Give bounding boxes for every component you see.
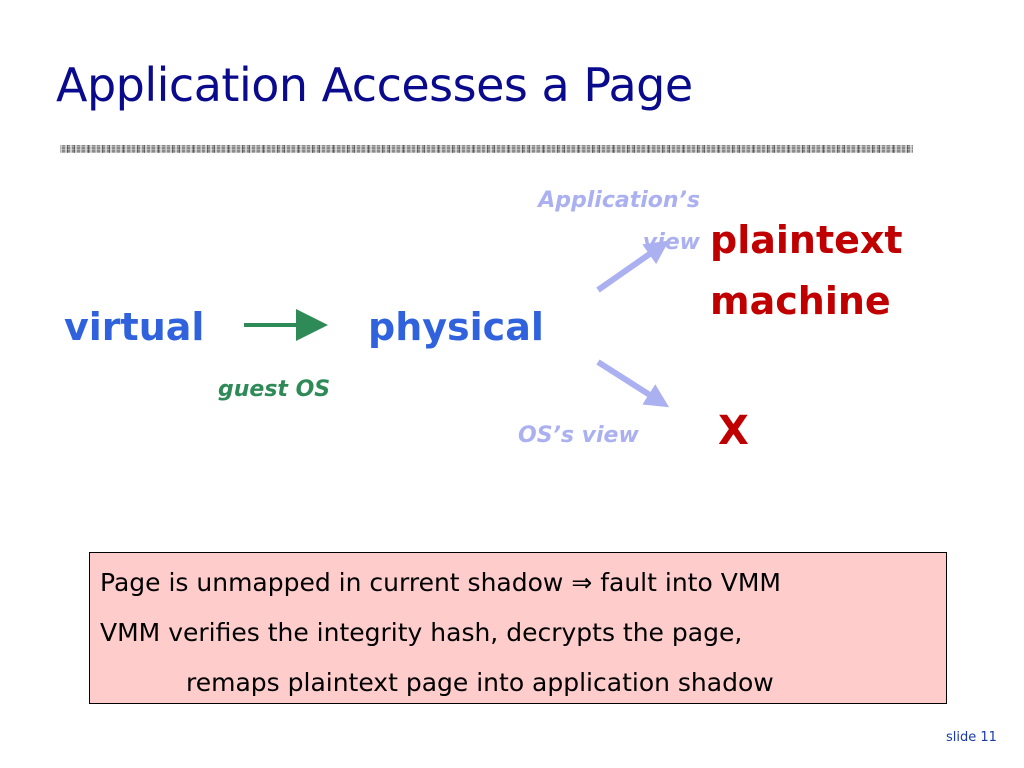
- note-line-2: VMM verifies the integrity hash, decrypt…: [100, 618, 743, 647]
- note-line-3: remaps plaintext page into application s…: [186, 668, 774, 697]
- x-mark: X: [718, 408, 749, 454]
- plaintext-machine-label: plaintext machine: [710, 218, 903, 323]
- os-view-label: OS’s view: [518, 423, 639, 448]
- note-line-1: Page is unmapped in current shadow ⇒ fau…: [100, 563, 946, 613]
- slide-number: slide 11: [946, 730, 997, 745]
- note-line-1-after: fault into VMM: [600, 568, 781, 597]
- note-box: Page is unmapped in current shadow ⇒ fau…: [89, 552, 947, 704]
- implies-symbol: ⇒: [571, 568, 593, 597]
- guest-os-label: guest OS: [218, 377, 331, 402]
- virtual-label: virtual: [64, 305, 205, 349]
- application-view-arrow: [596, 240, 669, 293]
- application-view-label: Application’s view: [538, 188, 700, 255]
- os-view-arrow: [596, 359, 670, 408]
- slide-title: Application Accesses a Page: [56, 58, 693, 112]
- note-line-1-before: Page is unmapped in current shadow: [100, 568, 564, 597]
- title-divider: [60, 145, 913, 153]
- physical-label: physical: [368, 305, 544, 349]
